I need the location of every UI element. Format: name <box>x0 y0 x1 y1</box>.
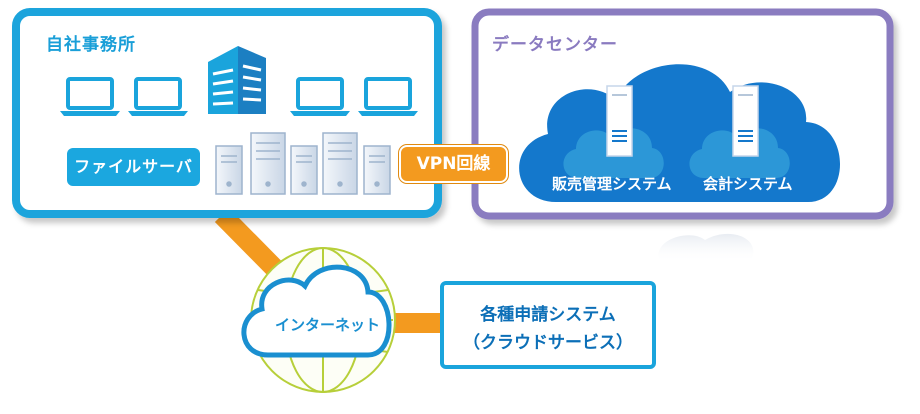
datacenter-cloud-icon <box>519 64 841 202</box>
server-tower-icon <box>363 145 391 195</box>
server-tower-icon <box>250 132 286 195</box>
laptop-icon <box>358 77 418 116</box>
laptop-icon <box>60 77 120 116</box>
decorative-shadow <box>658 233 754 262</box>
vpn-line-badge: VPN回線 <box>399 145 508 183</box>
cloud-app-box <box>440 281 656 369</box>
server-tower-icon <box>215 145 243 195</box>
accounting-system-label: 会計システム <box>703 175 793 193</box>
sales-system-label: 販売管理システム <box>552 175 672 193</box>
laptop-icon <box>290 77 350 116</box>
server-tower-icon <box>322 132 358 195</box>
laptop-icons <box>60 77 418 116</box>
laptop-icon <box>128 77 188 116</box>
file-server-label: ファイルサーバ <box>67 148 200 186</box>
office-servers <box>215 132 391 195</box>
server-tower-icon <box>290 145 318 195</box>
office-building-icon <box>208 46 266 114</box>
cloud-app-subtitle: （クラウドサービス） <box>463 333 633 353</box>
cloud-app-title: 各種申請システム <box>480 305 616 325</box>
datacenter-title: データセンター <box>492 35 618 55</box>
server-tower-icon <box>606 85 633 157</box>
server-tower-icon <box>732 85 759 157</box>
internet-label: インターネット <box>275 316 381 334</box>
internet-cloud-icon <box>241 264 392 358</box>
office-title: 自社事務所 <box>46 35 136 55</box>
